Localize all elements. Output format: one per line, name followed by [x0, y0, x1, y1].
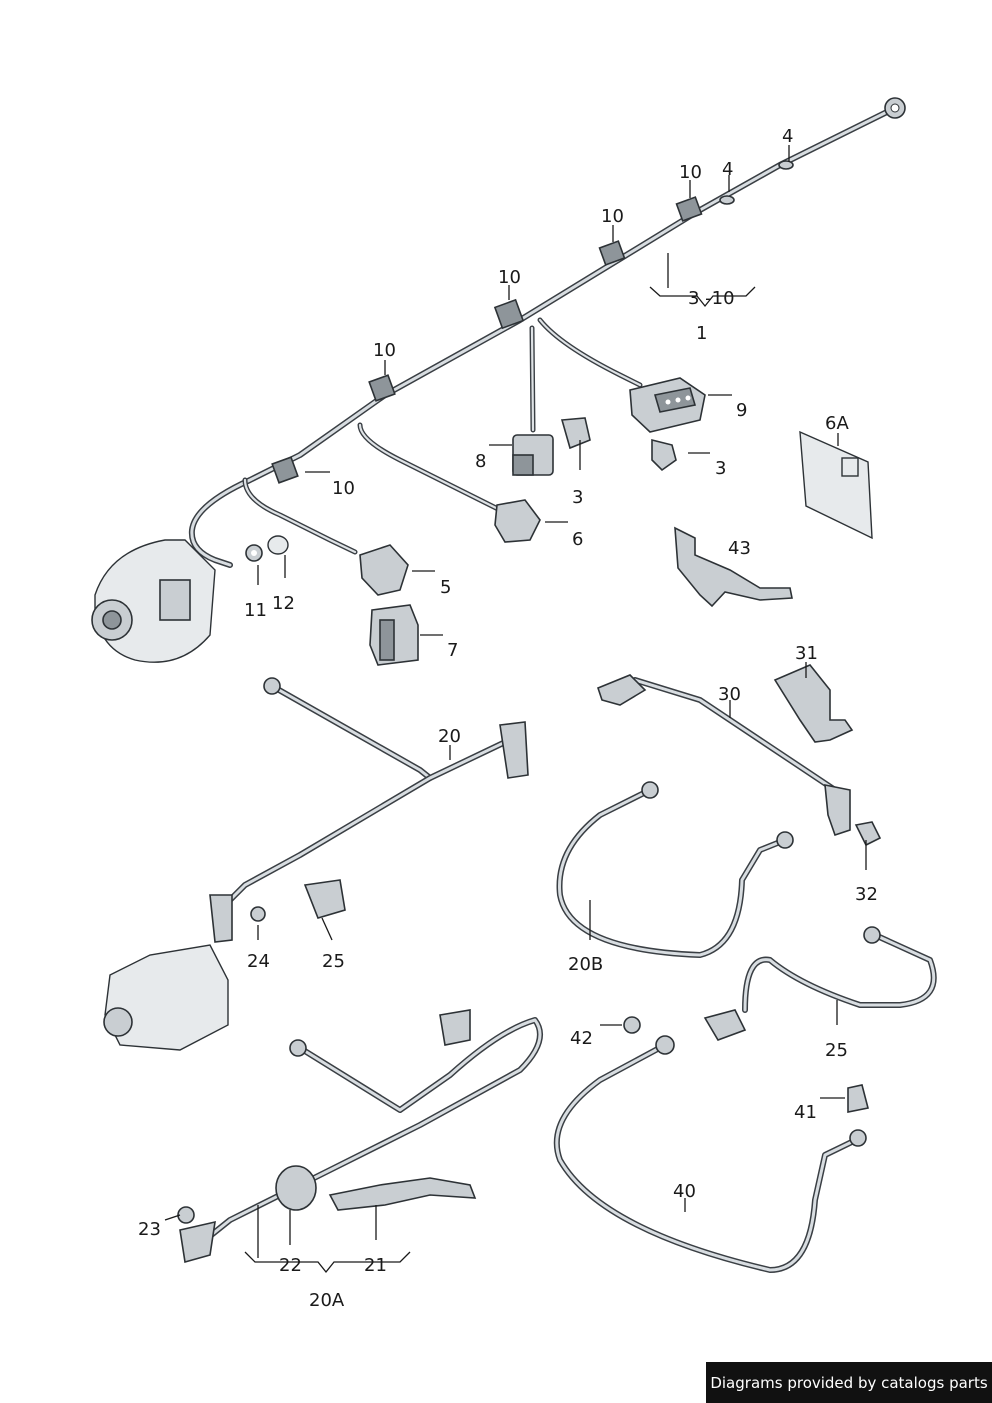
label-25-left: 25	[322, 951, 345, 972]
insulation-pad-6A[interactable]	[799, 430, 873, 540]
leader-lines	[164, 145, 867, 1274]
label-41: 41	[794, 1102, 817, 1123]
label-10-c: 10	[498, 267, 521, 288]
label-31: 31	[795, 643, 818, 664]
label-12: 12	[272, 593, 295, 614]
cap-41[interactable]	[847, 1084, 869, 1113]
label-21: 21	[364, 1255, 387, 1276]
label-5: 5	[440, 577, 451, 598]
cap-25[interactable]	[303, 879, 346, 919]
bracket-43[interactable]	[674, 526, 793, 608]
clip-32[interactable]	[854, 821, 882, 847]
label-3-right: 3	[715, 458, 726, 479]
label-20: 20	[438, 726, 461, 747]
label-10-d: 10	[373, 340, 396, 361]
label-range-3-10: 3 -10	[688, 288, 735, 309]
clip-3-middle[interactable]	[560, 417, 591, 450]
nut-11[interactable]	[245, 544, 263, 562]
label-4-lower: 4	[722, 159, 733, 180]
label-40: 40	[673, 1181, 696, 1202]
label-22: 22	[279, 1255, 302, 1276]
connector-9[interactable]	[629, 377, 706, 433]
label-24: 24	[247, 951, 270, 972]
cover-21[interactable]	[328, 1177, 477, 1211]
label-3-middle: 3	[572, 487, 583, 508]
bracket-31[interactable]	[773, 664, 854, 743]
cable-20[interactable]	[209, 677, 529, 943]
sleeve-12[interactable]	[267, 535, 289, 555]
nut-24[interactable]	[250, 906, 266, 922]
label-1: 1	[696, 323, 707, 344]
label-6A: 6A	[825, 413, 849, 434]
label-10-a: 10	[679, 162, 702, 183]
label-43: 43	[728, 538, 751, 559]
battery-cable-20B[interactable]	[556, 781, 794, 958]
label-9: 9	[736, 400, 747, 421]
connector-5[interactable]	[359, 544, 409, 596]
starter-motor	[103, 944, 229, 1051]
connector-8[interactable]	[512, 434, 554, 476]
label-32: 32	[855, 884, 878, 905]
nut-23[interactable]	[177, 1206, 195, 1224]
battery-cable-30[interactable]	[597, 674, 851, 837]
label-7: 7	[447, 640, 458, 661]
clip-3-right[interactable]	[651, 438, 677, 472]
cable-20A[interactable]	[179, 1009, 543, 1264]
label-4-upper: 4	[782, 126, 793, 147]
label-11: 11	[244, 600, 267, 621]
label-20A: 20A	[309, 1290, 345, 1311]
cable-25[interactable]	[703, 926, 937, 1041]
attribution-banner: Diagrams provided by catalogs parts	[706, 1362, 992, 1403]
main-wiring-harness[interactable]	[188, 97, 906, 568]
grommet-22[interactable]	[275, 1165, 317, 1211]
callout-labels: 4 4 10 10 10 10 10 3 -10 1 9 6A 8 3 3 6 …	[138, 126, 878, 1311]
label-30: 30	[718, 684, 741, 705]
label-42: 42	[570, 1028, 593, 1049]
label-25-right: 25	[825, 1040, 848, 1061]
alternator	[91, 539, 216, 663]
label-6: 6	[572, 529, 583, 550]
connector-6[interactable]	[494, 499, 541, 543]
label-10-b: 10	[601, 206, 624, 227]
nut-42[interactable]	[623, 1016, 641, 1034]
cable-40[interactable]	[553, 1035, 867, 1273]
label-8: 8	[475, 451, 486, 472]
connector-7[interactable]	[369, 604, 419, 666]
label-10-e: 10	[332, 478, 355, 499]
label-20B: 20B	[568, 954, 603, 975]
label-23: 23	[138, 1219, 161, 1240]
